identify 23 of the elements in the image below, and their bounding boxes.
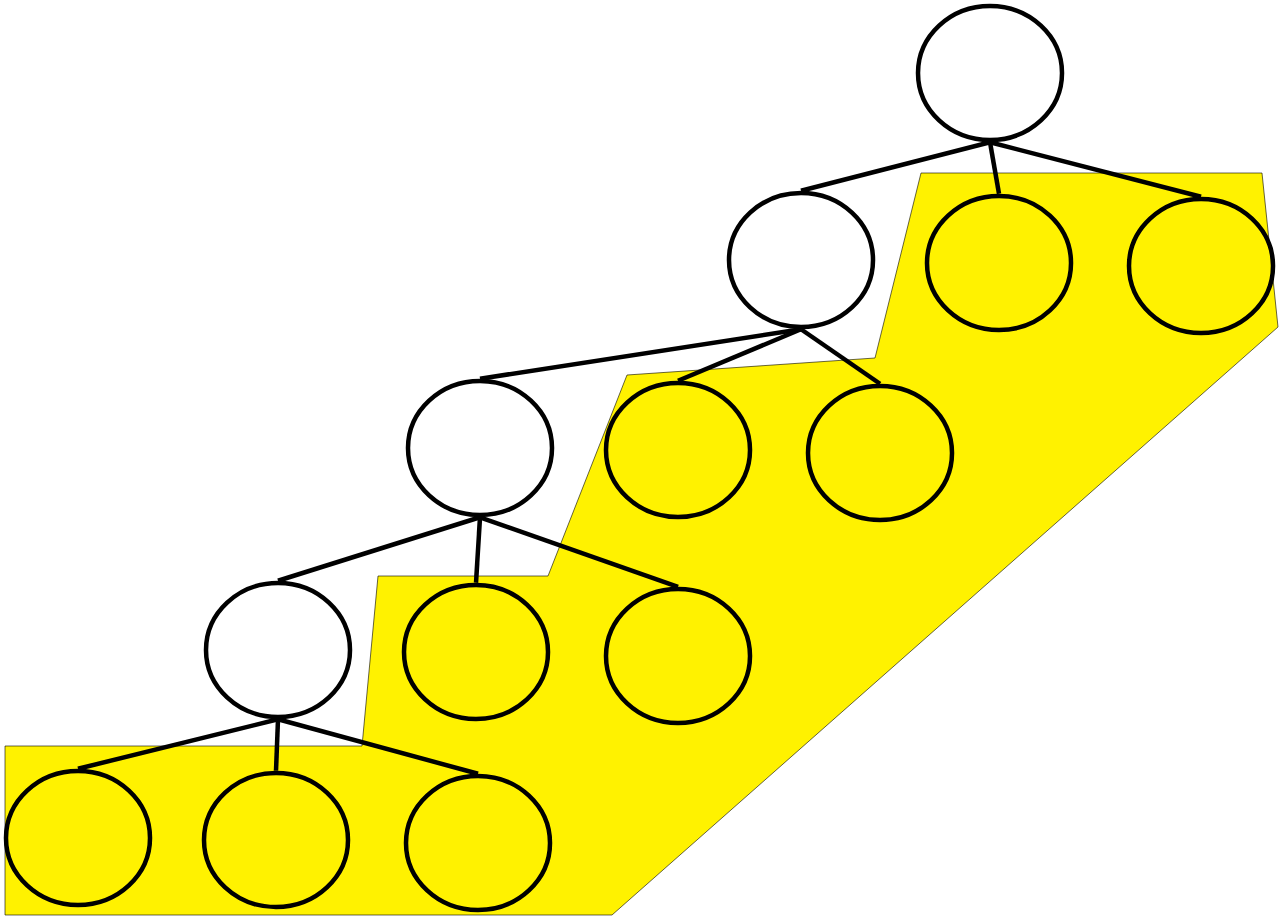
circle bbox=[1126, 196, 1276, 336]
circle bbox=[915, 3, 1065, 143]
connector-line bbox=[473, 517, 483, 583]
circle bbox=[3, 768, 153, 908]
circle bbox=[924, 193, 1074, 333]
connector-line bbox=[479, 515, 679, 589]
connector-line bbox=[277, 515, 481, 583]
connector-line bbox=[273, 719, 281, 771]
circle bbox=[203, 580, 353, 720]
circle bbox=[726, 190, 876, 330]
connector-line bbox=[277, 717, 479, 776]
circle bbox=[405, 378, 555, 518]
circle bbox=[201, 770, 351, 910]
connector-line bbox=[799, 327, 882, 386]
connector-line bbox=[800, 140, 991, 193]
connector-line bbox=[987, 141, 1002, 195]
connector-line bbox=[479, 327, 802, 381]
circle bbox=[805, 383, 955, 523]
circle bbox=[403, 773, 553, 913]
circle bbox=[401, 582, 551, 722]
circle bbox=[603, 380, 753, 520]
circle bbox=[603, 586, 753, 726]
band-region bbox=[4, 172, 1279, 916]
